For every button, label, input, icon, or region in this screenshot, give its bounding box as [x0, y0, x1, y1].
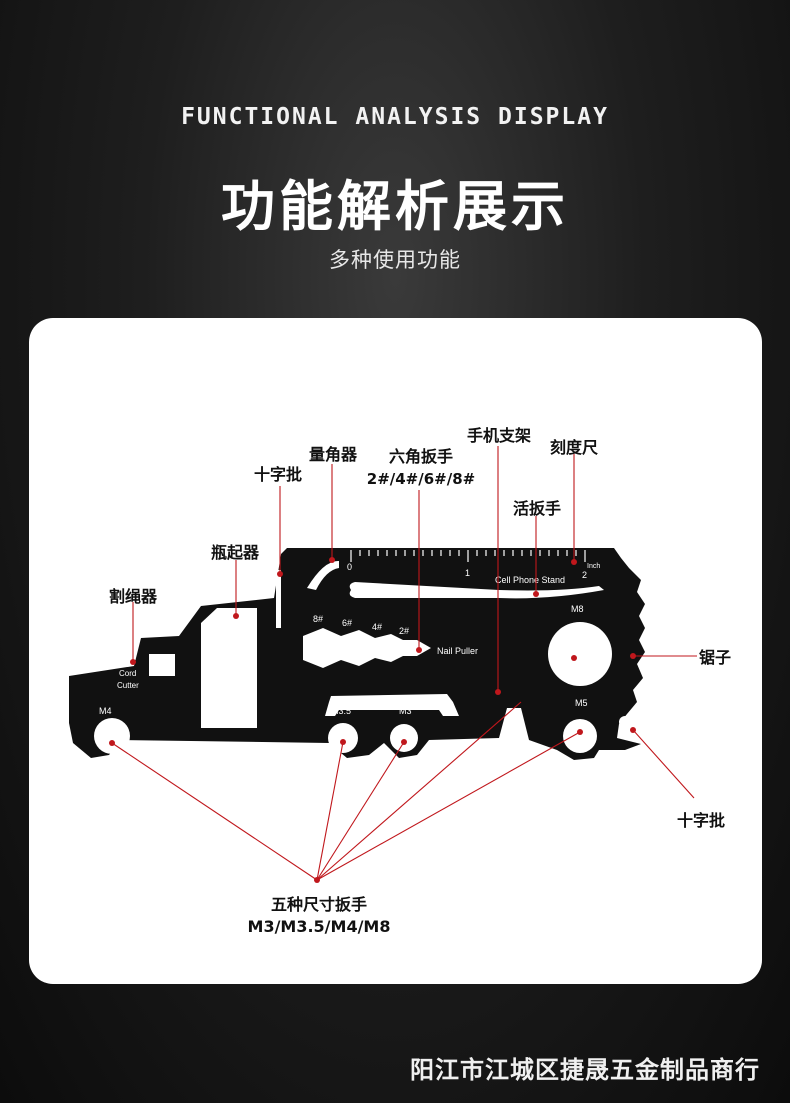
title-english: FUNCTIONAL ANALYSIS DISPLAY	[181, 104, 609, 130]
diagram-card: Cord Cutter 0 1 2 Inch Cell Phone Stand …	[29, 318, 762, 984]
callout-labels: 十字批 量角器 六角扳手 2#/4#/6#/8# 手机支架 刻度尺 活扳手 瓶起…	[109, 426, 731, 936]
label-rope-cutter: 割绳器	[109, 587, 158, 606]
ruler-one: 1	[465, 568, 470, 578]
hex-2-text: 2#	[399, 626, 409, 636]
label-hex-sizes: 2#/4#/6#/8#	[367, 470, 475, 488]
callout-dots	[109, 557, 636, 883]
nail-puller-text: Nail Puller	[437, 646, 478, 656]
cord-cutter-text-2: Cutter	[117, 681, 139, 690]
ruler-two: 2	[582, 570, 587, 580]
ruler-zero: 0	[347, 562, 352, 572]
callout-lines	[111, 446, 697, 881]
company-footer: 阳江市江城区捷晟五金制品商行	[410, 1056, 760, 1084]
label-hex-wrench: 六角扳手	[389, 447, 453, 466]
label-wrench-sizes: M3/M3.5/M4/M8	[248, 917, 391, 936]
ruler-ticks	[350, 550, 586, 562]
cord-cutter-text-1: Cord	[119, 669, 136, 678]
screwdriver-tip-hole	[619, 716, 631, 728]
m8-text: M8	[571, 604, 584, 614]
label-cross-screwdriver-bottom: 十字批	[677, 811, 725, 830]
label-cross-screwdriver-top: 十字批	[254, 465, 302, 484]
label-adjustable-wrench: 活扳手	[513, 499, 561, 518]
m4-hole	[94, 718, 130, 754]
label-bottle-opener: 瓶起器	[211, 543, 260, 562]
ruler-inch: Inch	[587, 563, 600, 570]
hex-8-text: 8#	[313, 614, 323, 624]
title-chinese: 功能解析展示	[221, 175, 569, 238]
label-five-wrenches: 五种尺寸扳手	[271, 895, 367, 914]
label-phone-stand: 手机支架	[467, 426, 531, 445]
tool-printed-text: Cord Cutter 0 1 2 Inch Cell Phone Stand …	[99, 562, 600, 716]
cell-phone-stand-text: Cell Phone Stand	[495, 575, 565, 585]
truck-tool-body	[69, 548, 645, 760]
subtitle: 多种使用功能	[329, 248, 461, 272]
m35-hole	[328, 723, 358, 753]
m3-text: M3	[399, 706, 412, 716]
label-saw: 锯子	[699, 648, 731, 667]
m3-hole	[390, 724, 418, 752]
m5-text: M5	[575, 698, 588, 708]
truck-tool-diagram: Cord Cutter 0 1 2 Inch Cell Phone Stand …	[69, 426, 731, 936]
label-protractor: 量角器	[309, 445, 358, 464]
m8-hole	[548, 622, 612, 686]
m5-hole	[563, 719, 597, 753]
m35-text: M3.5	[331, 706, 351, 716]
label-ruler: 刻度尺	[550, 438, 598, 457]
hex-4-text: 4#	[372, 622, 382, 632]
m4-text: M4	[99, 706, 112, 716]
hex-6-text: 6#	[342, 618, 352, 628]
wrench-holes	[94, 622, 631, 754]
